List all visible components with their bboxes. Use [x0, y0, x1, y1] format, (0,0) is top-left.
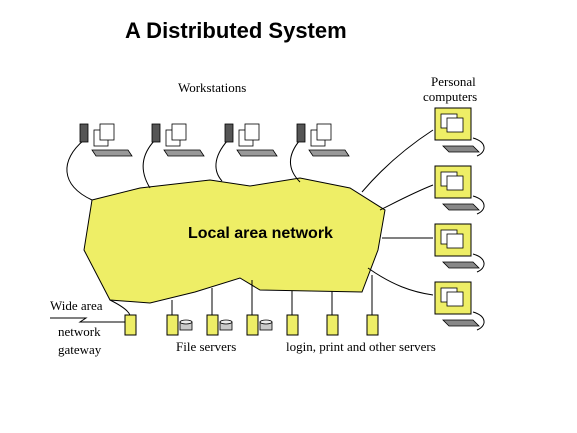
pc-cable: [367, 267, 434, 296]
wide-area-link: [50, 317, 125, 323]
workstation-icon: [151, 123, 205, 157]
gateway-server-icon: [124, 314, 137, 336]
network-label: network: [58, 324, 101, 339]
server-icon: [286, 314, 299, 336]
personal-computers-label-line2: computers: [423, 89, 477, 104]
workstation-icon: [224, 123, 278, 157]
lan-cloud: [83, 177, 386, 304]
other-servers-label: login, print and other servers: [286, 339, 436, 354]
file-servers-label: File servers: [176, 339, 236, 354]
file-server-icon: [166, 314, 179, 336]
workstation-cable: [290, 139, 301, 183]
personal-computer-icon: [434, 165, 485, 215]
workstations-label: Workstations: [178, 80, 246, 95]
workstation-cable: [142, 139, 156, 189]
lan-label: Local area network: [188, 225, 333, 242]
personal-computers-label-line1: Personal: [431, 74, 476, 89]
personal-computer-icon: [434, 281, 485, 331]
workstation-icon: [79, 123, 133, 157]
wide-area-label: Wide area: [50, 298, 103, 313]
file-server-icon: [206, 314, 219, 336]
server-icon: [366, 314, 379, 336]
gateway-label: gateway: [58, 342, 102, 357]
personal-computer-icon: [434, 107, 485, 157]
diagram-title: A Distributed System: [125, 18, 347, 43]
disk-icon: [259, 319, 273, 331]
workstation-cable: [66, 139, 93, 201]
personal-computer-icon: [434, 223, 485, 273]
workstation-icon: [296, 123, 350, 157]
disk-icon: [219, 319, 233, 331]
server-icon: [326, 314, 339, 336]
server-cable: [109, 299, 131, 316]
pc-cable: [361, 129, 434, 193]
disk-icon: [179, 319, 193, 331]
file-server-icon: [246, 314, 259, 336]
workstation-cable: [215, 139, 229, 182]
pc-cable: [379, 184, 434, 211]
